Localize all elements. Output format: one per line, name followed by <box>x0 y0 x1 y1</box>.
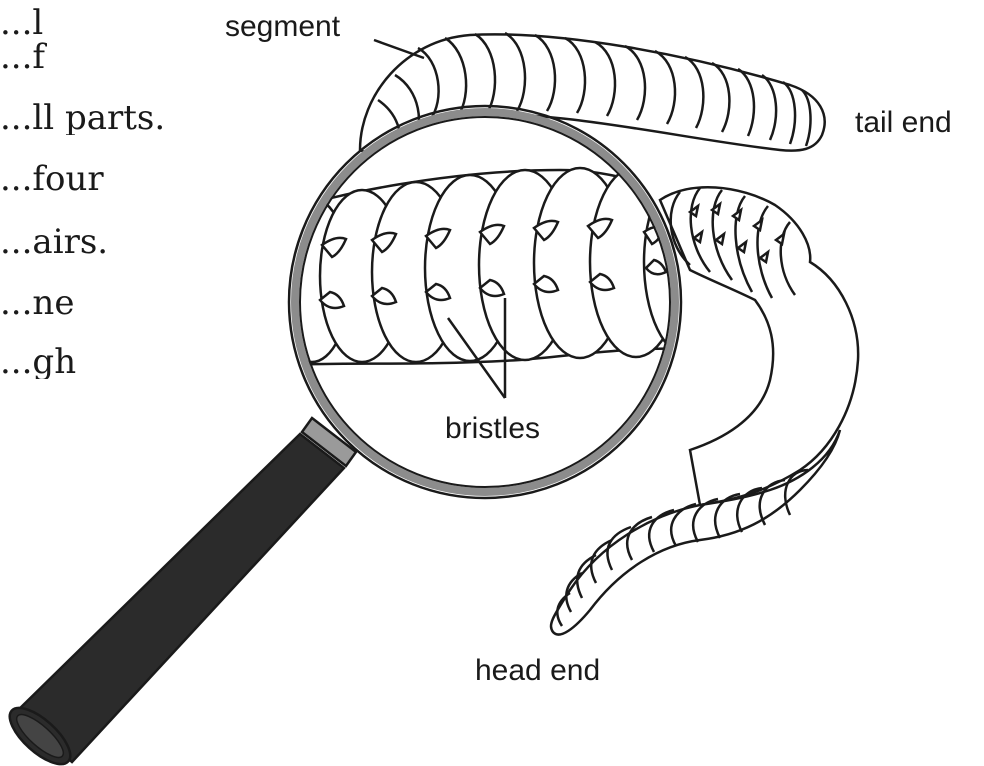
label-segment: segment <box>225 10 341 43</box>
magnifier-handle <box>1 418 356 766</box>
label-tail-end: tail end <box>855 106 952 139</box>
label-head-end: head end <box>475 654 600 687</box>
label-bristles: bristles <box>445 412 540 445</box>
segment-pointer <box>374 40 424 58</box>
